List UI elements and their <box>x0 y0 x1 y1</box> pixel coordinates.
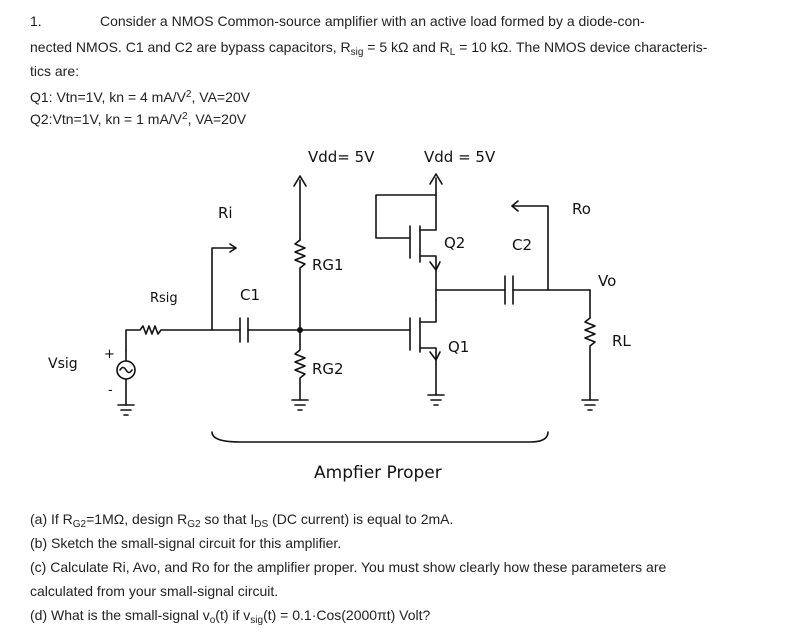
label-c2: C2 <box>512 236 532 254</box>
label-c1: C1 <box>240 286 260 304</box>
intro-line-1: Consider a NMOS Common-source amplifier … <box>100 13 645 29</box>
label-vo: Vo <box>598 272 616 290</box>
intro-line-3: tics are: <box>30 63 80 79</box>
rsig-resistor-symbol <box>125 325 241 351</box>
question-c-line-2: calculated from your small-signal circui… <box>30 583 279 599</box>
label-q1: Q1 <box>448 338 469 356</box>
question-d: (d) What is the small-signal vo(t) if vs… <box>30 607 431 626</box>
intro-line-2: nected NMOS. C1 and C2 are bypass capaci… <box>30 39 708 58</box>
question-a: (a) If RG2=1MΩ, design RG2 so that IDS (… <box>30 511 454 530</box>
q2-transistor-symbol <box>409 194 441 271</box>
q1-transistor-symbol <box>409 299 441 361</box>
label-plus: + <box>104 347 115 362</box>
rg1-resistor-symbol <box>294 239 306 331</box>
label-rg2: RG2 <box>312 360 344 378</box>
question-c-line-1: (c) Calculate Ri, Avo, and Ro for the am… <box>30 559 667 575</box>
problem-number: 1. <box>30 13 42 29</box>
label-vsig: Vsig <box>48 356 78 372</box>
q2-spec: Q2:Vtn=1V, kn = 1 mA/V2, VA=20V <box>30 111 247 127</box>
amplifier-proper-brace <box>211 431 549 443</box>
label-amplifier-proper: Ampfier Proper <box>314 463 442 483</box>
question-b: (b) Sketch the small-signal circuit for … <box>30 535 342 551</box>
rl-resistor-symbol <box>584 289 596 401</box>
label-vdd-right: Vdd = 5V <box>424 148 496 166</box>
label-minus: - <box>108 383 113 398</box>
label-vdd-left: Vdd= 5V <box>308 148 375 166</box>
label-rl: RL <box>612 332 631 350</box>
c2-capacitor-symbol <box>504 275 514 305</box>
rg2-resistor-symbol <box>294 329 306 401</box>
q1-spec: Q1: Vtn=1V, kn = 4 mA/V2, VA=20V <box>30 89 250 105</box>
vsig-source-symbol <box>116 349 136 416</box>
c1-capacitor-symbol <box>239 317 249 343</box>
label-ro: Ro <box>572 200 591 218</box>
label-ri: Ri <box>218 204 233 222</box>
label-rsig: Rsig <box>150 291 178 306</box>
label-q2: Q2 <box>444 234 465 252</box>
label-rg1: RG1 <box>312 256 344 274</box>
